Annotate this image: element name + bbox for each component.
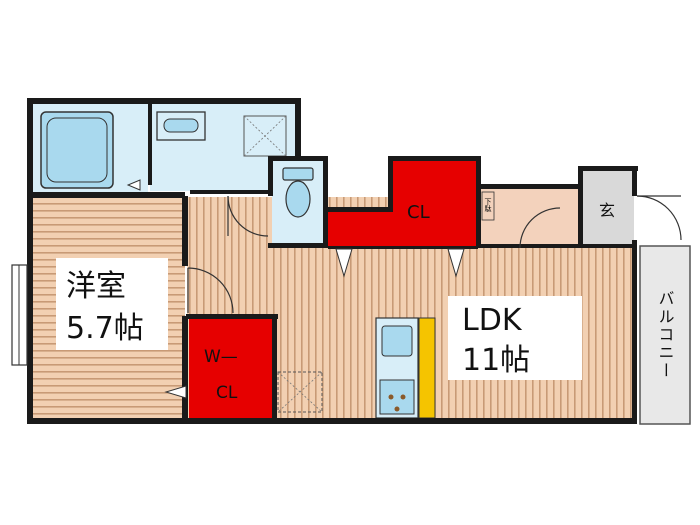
shoe-storage-label: 下駄 [484,198,492,213]
entrance-label: 玄 [599,201,615,220]
walk-in-closet-label-1: W— [204,347,238,367]
walk-in-closet-label-2: CL [216,383,238,403]
bathtub-inner [46,117,108,183]
walk-in-closet [189,318,274,418]
refrigerator [418,317,436,419]
washing-machine-space [243,115,287,157]
door-swings [187,195,682,314]
toilet-bowl [285,180,311,218]
entrance-area [582,170,634,246]
kitchen-sink [381,325,413,357]
shoe-storage [481,191,495,221]
closet-label: CL [407,202,430,223]
washbasin-bowl [163,118,199,133]
western-room-size: 5.7帖 [66,311,144,346]
entrance-floor [480,188,582,246]
walls [27,98,638,424]
closet-cl [327,160,476,246]
western-room-label-bg [56,258,168,350]
balcony [639,245,691,425]
toilet-tank [282,167,314,181]
ldk-size: 11帖 [462,343,530,378]
storage-space [277,371,323,413]
balcony-label: バルコニー [656,290,675,380]
ldk-name: LDK [462,303,523,338]
western-room-name: 洋室 [66,269,126,304]
ldk-label-bg [448,296,582,380]
door-markers [126,179,465,399]
